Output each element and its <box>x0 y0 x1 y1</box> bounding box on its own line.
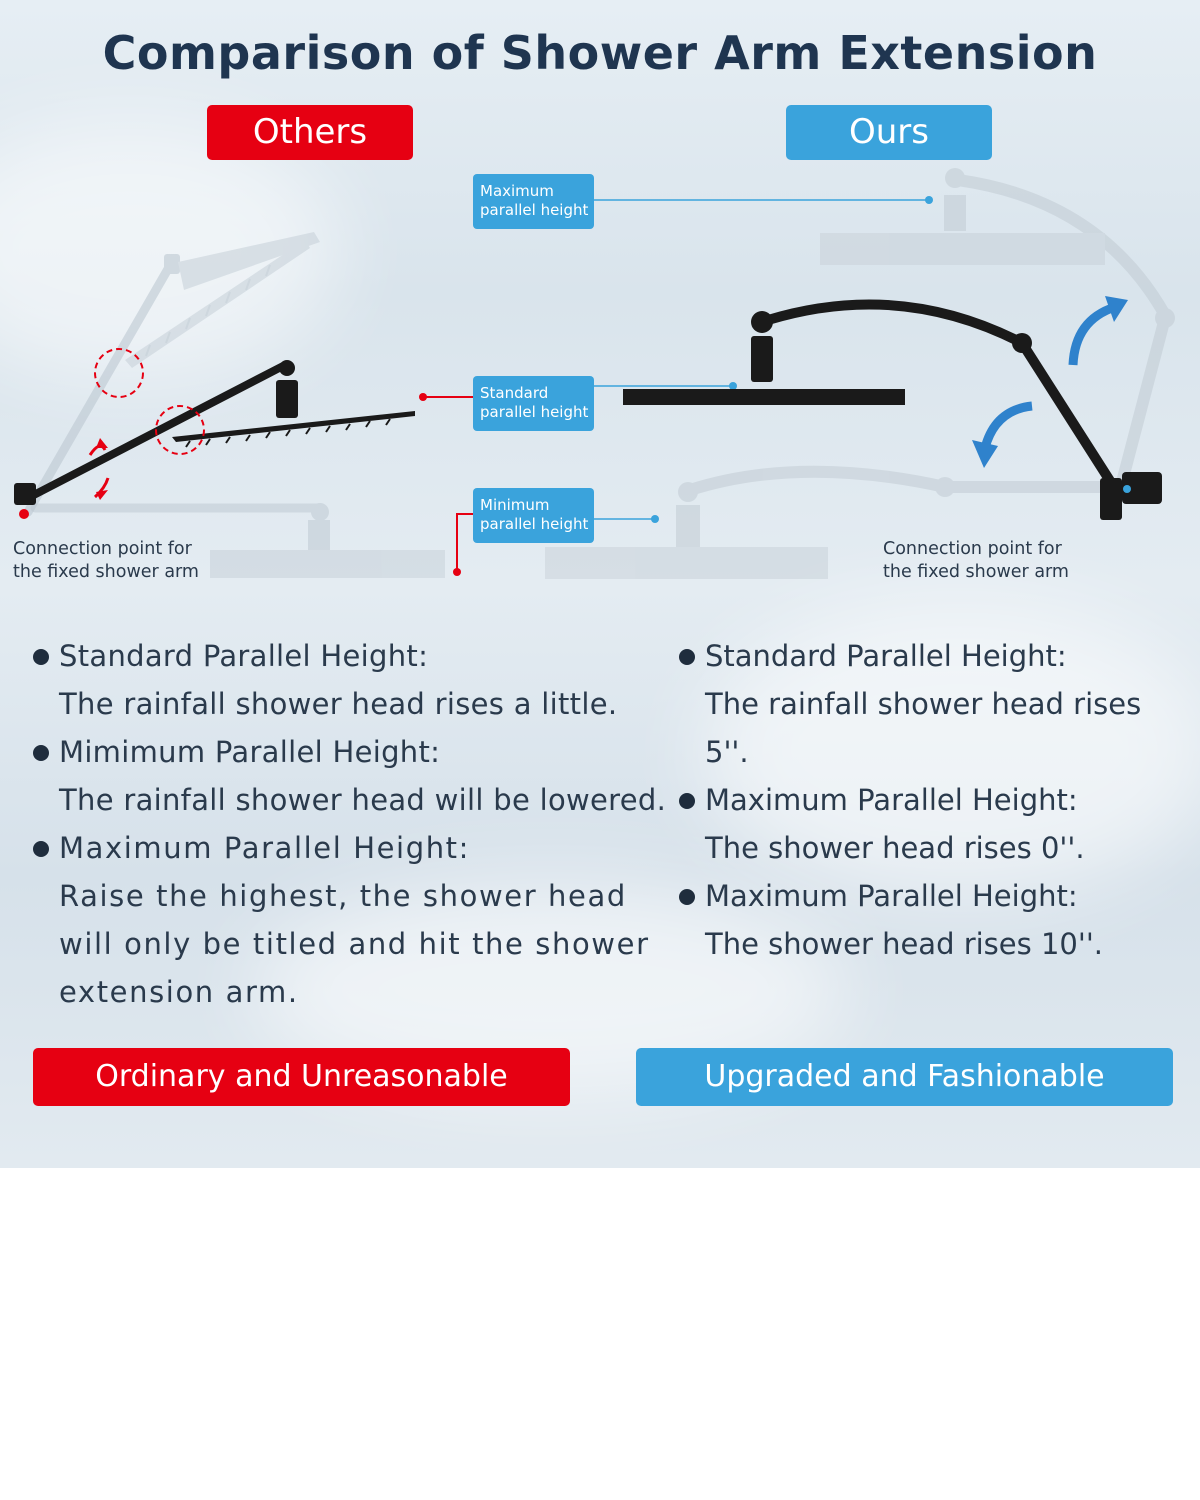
callout-line: Standard <box>480 384 549 402</box>
ordinary-banner: Ordinary and Unreasonable <box>33 1048 570 1106</box>
others-connection-caption: Connection point for the fixed shower ar… <box>13 539 199 582</box>
list-item-desc: Raise the highest, the shower head will … <box>59 879 650 1009</box>
shower-arm-diagram <box>14 168 1175 579</box>
ours-ghost-arm-max <box>820 168 1175 484</box>
bullet-icon <box>33 649 49 665</box>
background-mist <box>700 600 1200 900</box>
ours-badge: Ours <box>786 105 992 160</box>
callout-line: parallel height <box>480 403 589 421</box>
list-item-heading: Mimimum Parallel Height: <box>59 735 441 769</box>
callout-line: Minimum <box>480 496 550 514</box>
list-item-heading: Maximum Parallel Height: <box>705 783 1078 817</box>
list-item-heading: Standard Parallel Height: <box>705 639 1067 673</box>
others-ghost-arm-raised <box>23 232 320 517</box>
list-item-desc: The rainfall shower head rises a little. <box>59 687 618 721</box>
list-item: Maximum Parallel Height: The shower head… <box>679 776 1194 872</box>
rotate-up-arrow-icon <box>1068 302 1117 366</box>
callout-line: parallel height <box>480 515 589 533</box>
list-item-desc: The shower head rises 10''. <box>705 927 1104 961</box>
callout-standard-height: Standard parallel height <box>473 376 594 431</box>
others-feature-list: Standard Parallel Height: The rainfall s… <box>33 632 673 1016</box>
others-ghost-arm-lowered <box>30 503 445 578</box>
ours-height-markers <box>594 196 933 523</box>
callout-line: Maximum <box>480 182 554 200</box>
problem-highlight-circle <box>94 348 144 398</box>
callout-maximum-height: Maximum parallel height <box>473 174 594 229</box>
bullet-icon <box>679 793 695 809</box>
list-item-desc: The rainfall shower head rises 5''. <box>705 687 1142 769</box>
bullet-icon <box>33 841 49 857</box>
callout-minimum-height: Minimum parallel height <box>473 488 594 543</box>
rotate-down-arrow-icon <box>93 477 110 499</box>
ours-ghost-arm-min <box>545 465 1100 579</box>
list-item: Maximum Parallel Height: The shower head… <box>679 872 1194 968</box>
list-item: Maximum Parallel Height: Raise the highe… <box>33 824 673 1016</box>
list-item-heading: Standard Parallel Height: <box>59 639 429 673</box>
callout-line: parallel height <box>480 201 589 219</box>
ours-connection-caption: Connection point for the fixed shower ar… <box>883 539 1069 582</box>
bullet-icon <box>679 649 695 665</box>
ours-feature-list: Standard Parallel Height: The rainfall s… <box>679 632 1194 968</box>
bullet-icon <box>679 889 695 905</box>
page-title: Comparison of Shower Arm Extension <box>102 26 1098 80</box>
list-item: Standard Parallel Height: The rainfall s… <box>679 632 1194 776</box>
list-item-heading: Maximum Parallel Height: <box>705 879 1078 913</box>
comparison-panel: Comparison of Shower Arm Extension Other… <box>0 0 1200 1168</box>
upgraded-banner: Upgraded and Fashionable <box>636 1048 1173 1106</box>
list-item-heading: Maximum Parallel Height: <box>59 831 471 865</box>
others-height-markers <box>419 393 473 576</box>
list-item: Standard Parallel Height: The rainfall s… <box>33 632 673 728</box>
list-item: Mimimum Parallel Height: The rainfall sh… <box>33 728 673 824</box>
bullet-icon <box>33 745 49 761</box>
rotate-down-arrow-icon <box>980 401 1033 450</box>
list-item-desc: The rainfall shower head will be lowered… <box>59 783 667 817</box>
ours-black-arm <box>623 299 1162 520</box>
problem-highlight-circle <box>155 405 205 455</box>
others-badge: Others <box>207 105 413 160</box>
list-item-desc: The shower head rises 0''. <box>705 831 1085 865</box>
